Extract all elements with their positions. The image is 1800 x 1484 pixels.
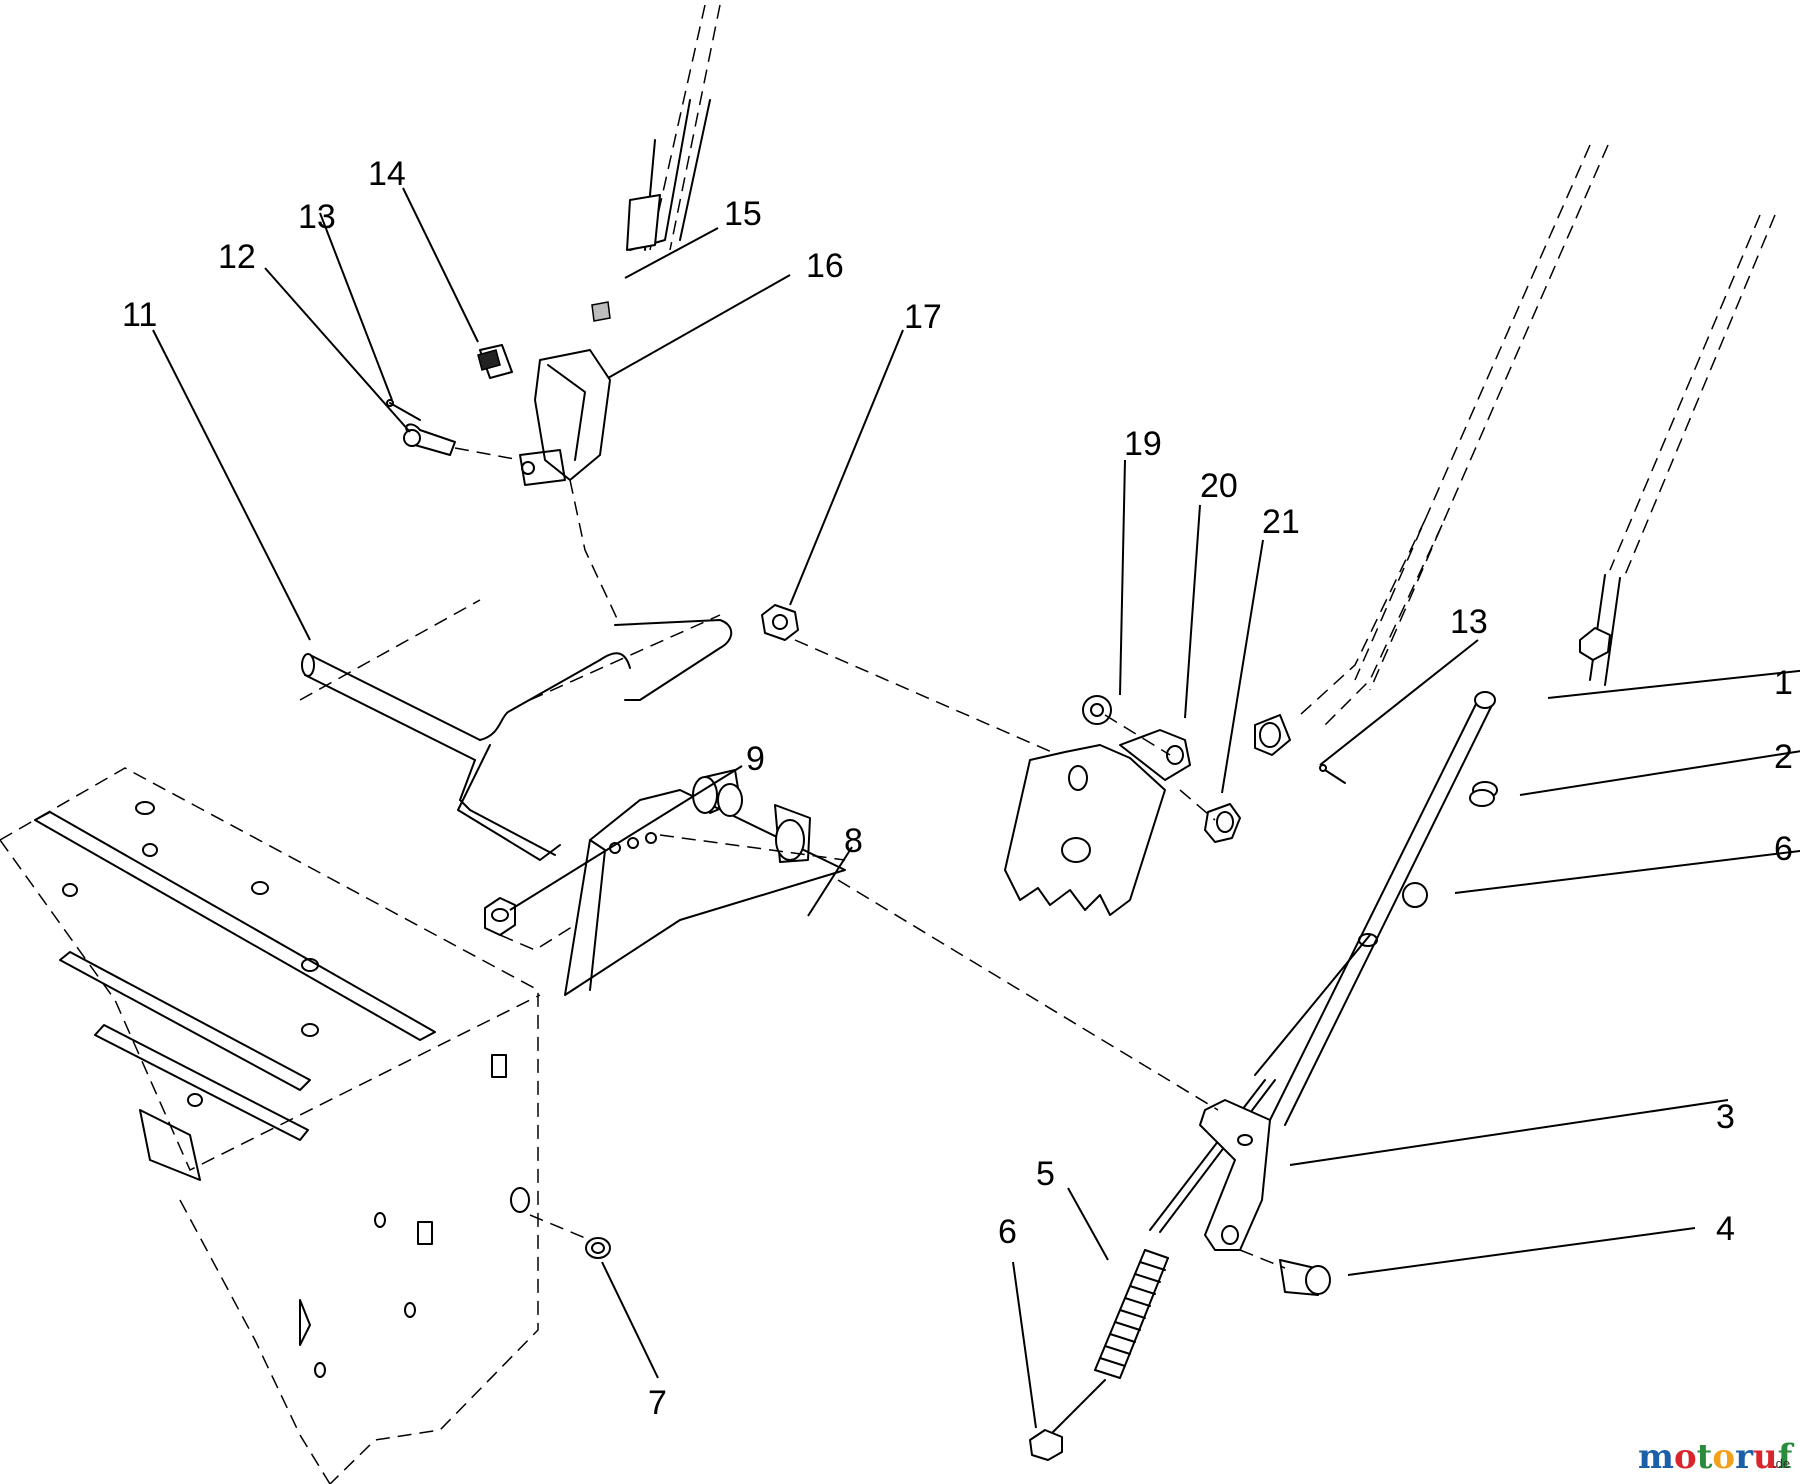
callout-19: 19 xyxy=(1124,425,1162,463)
watermark-letter: m xyxy=(1638,1437,1674,1477)
callout-16: 16 xyxy=(806,247,844,285)
cable-rod xyxy=(1149,214,1776,1233)
detent-plate xyxy=(1004,695,1241,916)
callout-7: 7 xyxy=(648,1384,667,1422)
callout-9: 9 xyxy=(746,740,765,778)
callout-13: 13 xyxy=(298,198,336,236)
watermark-logo: motoruf .de xyxy=(1638,1437,1795,1477)
callout-14: 14 xyxy=(368,155,406,193)
watermark-suffix: .de xyxy=(1772,1456,1790,1471)
callout-12: 12 xyxy=(218,238,256,276)
pivot-bracket xyxy=(564,789,846,996)
bushing xyxy=(659,769,846,863)
spring xyxy=(1029,1249,1169,1461)
watermark-letter: t xyxy=(1697,1437,1713,1477)
clevis-assembly xyxy=(386,4,721,626)
nut-9 xyxy=(484,897,576,951)
callout-3: 3 xyxy=(1716,1098,1735,1136)
callout-6: 6 xyxy=(1774,830,1793,868)
callout-1: 1 xyxy=(1774,664,1793,702)
callout-2: 2 xyxy=(1774,738,1793,776)
frame-plate xyxy=(0,767,541,1484)
nut-17 xyxy=(761,604,1071,761)
callout-6-lower: 6 xyxy=(998,1213,1017,1251)
shift-rod xyxy=(299,599,733,861)
callout-8: 8 xyxy=(844,822,863,860)
watermark-brand: motoruf xyxy=(1638,1437,1795,1477)
watermark-letter: r xyxy=(1735,1437,1754,1477)
callout-13-right: 13 xyxy=(1450,603,1488,641)
callout-5: 5 xyxy=(1036,1155,1055,1193)
retaining-clip xyxy=(529,1214,611,1259)
callout-labels: 1 2 6 3 4 5 6 7 8 9 11 12 13 14 15 16 17… xyxy=(122,155,1793,1422)
watermark-letter: u xyxy=(1753,1437,1778,1477)
callout-4: 4 xyxy=(1716,1210,1735,1248)
callout-20: 20 xyxy=(1200,467,1238,505)
watermark-letter: o xyxy=(1712,1437,1735,1477)
callout-17: 17 xyxy=(904,298,942,336)
l-bracket xyxy=(837,879,1331,1296)
leader-lines xyxy=(152,187,1800,1429)
watermark-letter: o xyxy=(1674,1437,1697,1477)
control-lever-upper xyxy=(1254,144,1609,784)
callout-15: 15 xyxy=(724,195,762,233)
callout-11: 11 xyxy=(122,296,157,334)
watermark-letter: f xyxy=(1778,1437,1795,1477)
callout-21: 21 xyxy=(1262,503,1300,541)
